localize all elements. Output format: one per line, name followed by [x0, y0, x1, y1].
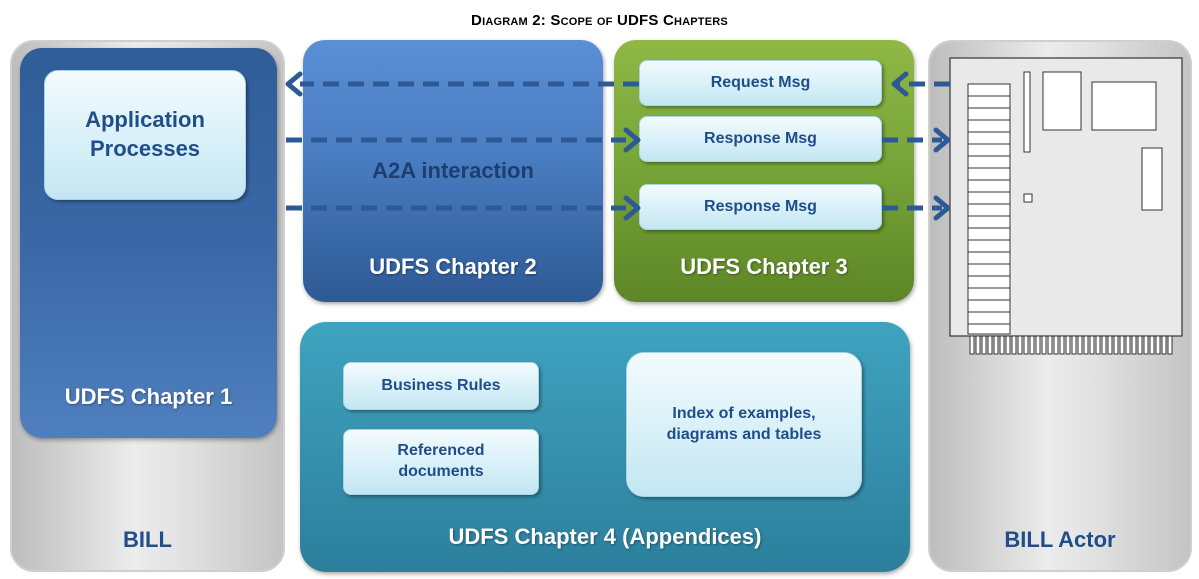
- chapter1-box: Application Processes UDFS Chapter 1: [20, 48, 277, 438]
- diagram-title: Diagram 2: Scope of UDFS Chapters: [0, 12, 1199, 29]
- bill-label: BILL: [123, 527, 172, 552]
- board-chip-c: [1141, 147, 1163, 211]
- response-msg-label-1: Response Msg: [704, 129, 817, 147]
- referenced-documents-box: Referenced documents: [343, 429, 539, 495]
- response2-arrowhead-mid: [623, 195, 641, 221]
- index-box: Index of examples, diagrams and tables: [626, 352, 862, 497]
- response1-arrowhead-mid: [623, 127, 641, 153]
- referenced-documents-label: Referenced documents: [397, 442, 485, 480]
- bill-actor-container: BILL Actor: [928, 40, 1192, 572]
- response2-arrowhead-right: [933, 195, 951, 221]
- chapter2-label: UDFS Chapter 2: [369, 254, 537, 279]
- request-msg-label: Request Msg: [710, 73, 811, 91]
- response-msg-box-2: Response Msg: [639, 184, 882, 230]
- a2a-interaction-label: A2A interaction: [372, 158, 534, 183]
- index-label: Index of examples, diagrams and tables: [666, 404, 822, 443]
- chapter4-label: UDFS Chapter 4 (Appendices): [448, 524, 762, 549]
- request-arrowhead-left: [285, 71, 303, 97]
- request-msg-box: Request Msg: [639, 60, 882, 106]
- application-processes-box: Application Processes: [44, 70, 246, 200]
- business-rules-box: Business Rules: [343, 362, 539, 410]
- bill-actor-label: BILL Actor: [1004, 527, 1116, 552]
- board-chip-b: [1091, 81, 1157, 131]
- response-msg-box-1: Response Msg: [639, 116, 882, 162]
- board-slot-stack: [967, 83, 1011, 335]
- response1-arrowhead-right: [933, 127, 951, 153]
- diagram-title-text: Diagram 2: Scope of UDFS Chapters: [471, 12, 728, 29]
- response-msg-label-2: Response Msg: [704, 197, 817, 215]
- chapter1-label: UDFS Chapter 1: [64, 384, 233, 409]
- application-processes-label: Application Processes: [85, 107, 205, 161]
- request-arrowhead-mid: [891, 71, 909, 97]
- business-rules-label: Business Rules: [381, 376, 501, 394]
- chapter3-box: Request Msg Response Msg Response Msg UD…: [614, 40, 914, 302]
- server-board-icon: [949, 57, 1183, 355]
- board-chip-a: [1042, 71, 1082, 131]
- chapter3-label: UDFS Chapter 3: [680, 254, 848, 279]
- board-connector-pins: [969, 335, 1173, 355]
- board-chip-small: [1023, 71, 1031, 153]
- board-slot-lines: [968, 95, 1010, 325]
- board-pin: [1023, 193, 1033, 203]
- chapter4-box: Business Rules Referenced documents Inde…: [300, 322, 910, 572]
